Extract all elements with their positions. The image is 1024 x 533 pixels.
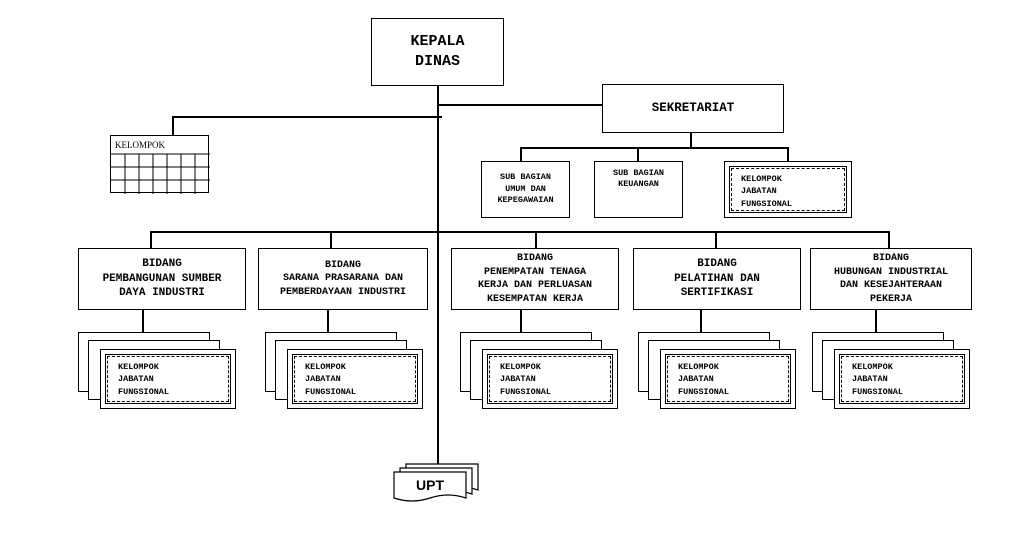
group-4-line-2: JABATAN: [678, 374, 714, 385]
division-penempatan-tenaga-kerja: BIDANG PENEMPATAN TENAGA KERJA DAN PERLU…: [451, 248, 619, 310]
head-box: KEPALA DINAS: [371, 18, 504, 86]
upper-horizontal-line: [172, 116, 442, 118]
secretariat-connector: [437, 104, 604, 106]
division-4-line-1: BIDANG: [697, 257, 737, 270]
upt-box: UPT: [392, 462, 482, 502]
functional-group-5: KELOMPOK JABATAN FUNGSIONAL: [812, 332, 972, 412]
division-3-line-2: PENEMPATAN TENAGA: [483, 266, 587, 278]
division-1-line-2: PEMBANGUNAN SUMBER: [102, 272, 222, 285]
main-trunk-line: [437, 86, 439, 476]
group-2-line-1: KELOMPOK: [305, 362, 346, 372]
subunit-3-line-3: FUNGSIONAL: [741, 198, 793, 209]
division-5-connector: [888, 231, 890, 250]
functional-group-2: KELOMPOK JABATAN FUNGSIONAL: [265, 332, 425, 412]
group-1-line-2: JABATAN: [118, 374, 154, 385]
upt-label: UPT: [416, 477, 444, 493]
functional-group-1: KELOMPOK JABATAN FUNGSIONAL: [78, 332, 238, 412]
kelompok-grid-label: KELOMPOK: [115, 140, 166, 150]
division-3-line-1: BIDANG: [516, 253, 553, 264]
subunit-3-line-1: KELOMPOK: [741, 174, 782, 184]
group-3-line-1: KELOMPOK: [500, 362, 541, 372]
division-4-line-3: SERTIFIKASI: [680, 287, 754, 300]
subunit-1-connector: [520, 147, 522, 161]
division-5-line-4: PEKERJA: [869, 293, 912, 305]
group-2-line-2: JABATAN: [305, 374, 341, 385]
subunit-2-line-2: KEUANGAN: [618, 179, 659, 190]
division-1-line-3: DAYA INDUSTRI: [119, 287, 205, 300]
division-1-connector: [150, 231, 152, 250]
division-5-line-3: DAN KESEJAHTERAAN: [839, 280, 943, 291]
kelompok-grid: KELOMPOK: [110, 135, 210, 194]
group-3-line-3: FUNGSIONAL: [500, 386, 552, 397]
subunit-umum-kepegawaian: SUB BAGIAN UMUM DAN KEPEGAWAIAN: [481, 161, 570, 218]
subunit-1-line-3: KEPEGAWAIAN: [497, 195, 554, 206]
group-5-line-2: JABATAN: [852, 374, 888, 385]
division-3-line-3: KERJA DAN PERLUASAN: [477, 280, 593, 291]
division-5-line-1: BIDANG: [872, 253, 909, 264]
division-2-connector: [330, 231, 332, 250]
group-4-line-1: KELOMPOK: [678, 362, 719, 372]
group-1-line-3: FUNGSIONAL: [118, 386, 170, 397]
group-3-connector: [520, 310, 522, 332]
group-1-connector: [142, 310, 144, 332]
group-4-line-3: FUNGSIONAL: [678, 386, 730, 397]
functional-group-4: KELOMPOK JABATAN FUNGSIONAL: [638, 332, 798, 412]
head-line-2: DINAS: [414, 53, 460, 70]
division-4-line-2: PELATIHAN DAN: [674, 272, 760, 285]
subunit-2-line-1: SUB BAGIAN: [612, 168, 664, 178]
division-hubungan-industrial: BIDANG HUBUNGAN INDUSTRIAL DAN KESEJAHTE…: [810, 248, 972, 310]
subunit-horizontal-line: [520, 147, 788, 149]
group-5-line-1: KELOMPOK: [852, 362, 893, 372]
subunit-1-line-1: SUB BAGIAN: [499, 172, 551, 183]
kelompok-grid-cells: [111, 153, 210, 194]
division-horizontal-line: [150, 231, 890, 233]
upt-document-icon: [393, 463, 479, 502]
group-5-connector: [875, 310, 877, 332]
subunit-3-connector: [787, 147, 789, 161]
division-pembangunan-sdi: BIDANG PEMBANGUNAN SUMBER DAYA INDUSTRI: [78, 248, 246, 310]
division-3-connector: [535, 231, 537, 250]
division-3-line-4: KESEMPATAN KERJA: [486, 293, 583, 305]
subunit-keuangan: SUB BAGIAN KEUANGAN: [594, 161, 683, 218]
division-sarana-prasarana: BIDANG SARANA PRASARANA DAN PEMBERDAYAAN…: [258, 248, 428, 310]
division-pelatihan-sertifikasi: BIDANG PELATIHAN DAN SERTIFIKASI: [633, 248, 801, 310]
secretariat-label: SEKRETARIAT: [651, 101, 735, 116]
division-5-line-2: HUBUNGAN INDUSTRIAL: [833, 266, 949, 278]
group-1-line-1: KELOMPOK: [118, 362, 159, 372]
head-line-1: KEPALA: [410, 32, 465, 50]
secretariat-down-line: [690, 132, 692, 148]
group-2-connector: [327, 310, 329, 332]
kelompok-connector: [172, 116, 174, 136]
division-2-line-2: SARANA PRASARANA DAN: [282, 273, 404, 285]
division-1-line-1: BIDANG: [142, 257, 182, 270]
secretariat-box: SEKRETARIAT: [602, 84, 784, 133]
group-5-line-3: FUNGSIONAL: [852, 386, 904, 397]
division-2-line-1: BIDANG: [324, 259, 361, 271]
subunit-3-line-2: JABATAN: [741, 186, 777, 197]
group-2-line-3: FUNGSIONAL: [305, 386, 357, 397]
subunit-2-connector: [637, 147, 639, 161]
subunit-kelompok-fungsional: KELOMPOK JABATAN FUNGSIONAL: [724, 161, 852, 218]
division-4-connector: [715, 231, 717, 250]
functional-group-3: KELOMPOK JABATAN FUNGSIONAL: [460, 332, 620, 412]
subunit-1-line-2: UMUM DAN: [505, 183, 546, 194]
group-3-line-2: JABATAN: [500, 374, 536, 385]
group-4-connector: [700, 310, 702, 332]
division-2-line-3: PEMBERDAYAAN INDUSTRI: [279, 286, 407, 298]
